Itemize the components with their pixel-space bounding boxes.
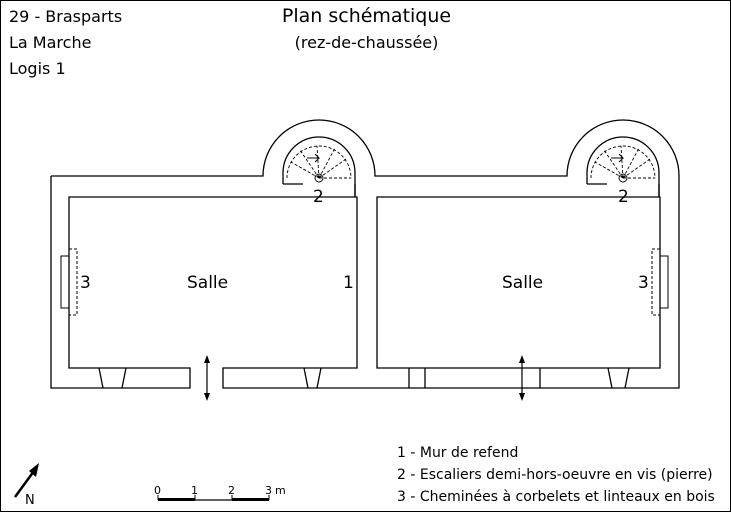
stair-newel-right: [618, 173, 628, 183]
outer-wall-bottom: [50, 176, 540, 389]
legend-item-2: 2 - Escaliers demi-hors-oeuvre en vis (p…: [397, 467, 713, 483]
legend-item-3: 3 - Cheminées à corbelets et linteaux en…: [397, 489, 715, 505]
room-label-left: Salle: [187, 273, 228, 293]
stair-newel-left: [314, 173, 324, 183]
north-label: N: [25, 493, 35, 508]
fireplace-marker-left: 3: [80, 273, 91, 293]
header-building: Logis 1: [9, 59, 66, 78]
scale-bar: 0 1 2 3 m: [154, 484, 286, 501]
header-site: La Marche: [9, 33, 92, 52]
scale-unit: m: [275, 484, 286, 497]
outer-wall: [51, 119, 680, 389]
scale-tick-2: 2: [228, 484, 235, 497]
fireplace-marker-right: 3: [638, 273, 649, 293]
window-splay: [98, 367, 127, 389]
scale-segment-3: [232, 498, 269, 501]
scale-tick-1: 1: [191, 484, 198, 497]
stair-tower-left: [282, 136, 356, 197]
stair-tower-right: [586, 136, 660, 197]
legend-item-1: 1 - Mur de refend: [397, 445, 519, 461]
plan-title: Plan schématique: [281, 5, 452, 27]
stair-marker-left: 2: [313, 187, 324, 207]
scale-tick-0: 0: [154, 484, 161, 497]
scale-tick-3: 3: [265, 484, 272, 497]
plan-subtitle: (rez-de-chaussée): [294, 33, 439, 52]
wall-marker: 1: [343, 273, 354, 293]
scale-segment-1: [158, 498, 195, 501]
room-label-right: Salle: [502, 273, 543, 293]
fireplace-right: [659, 255, 669, 309]
header-commune: 29 - Brasparts: [9, 7, 123, 26]
stair-marker-right: 2: [618, 187, 629, 207]
north-arrow-icon: N: [13, 463, 39, 508]
fireplace-left: [60, 255, 70, 309]
